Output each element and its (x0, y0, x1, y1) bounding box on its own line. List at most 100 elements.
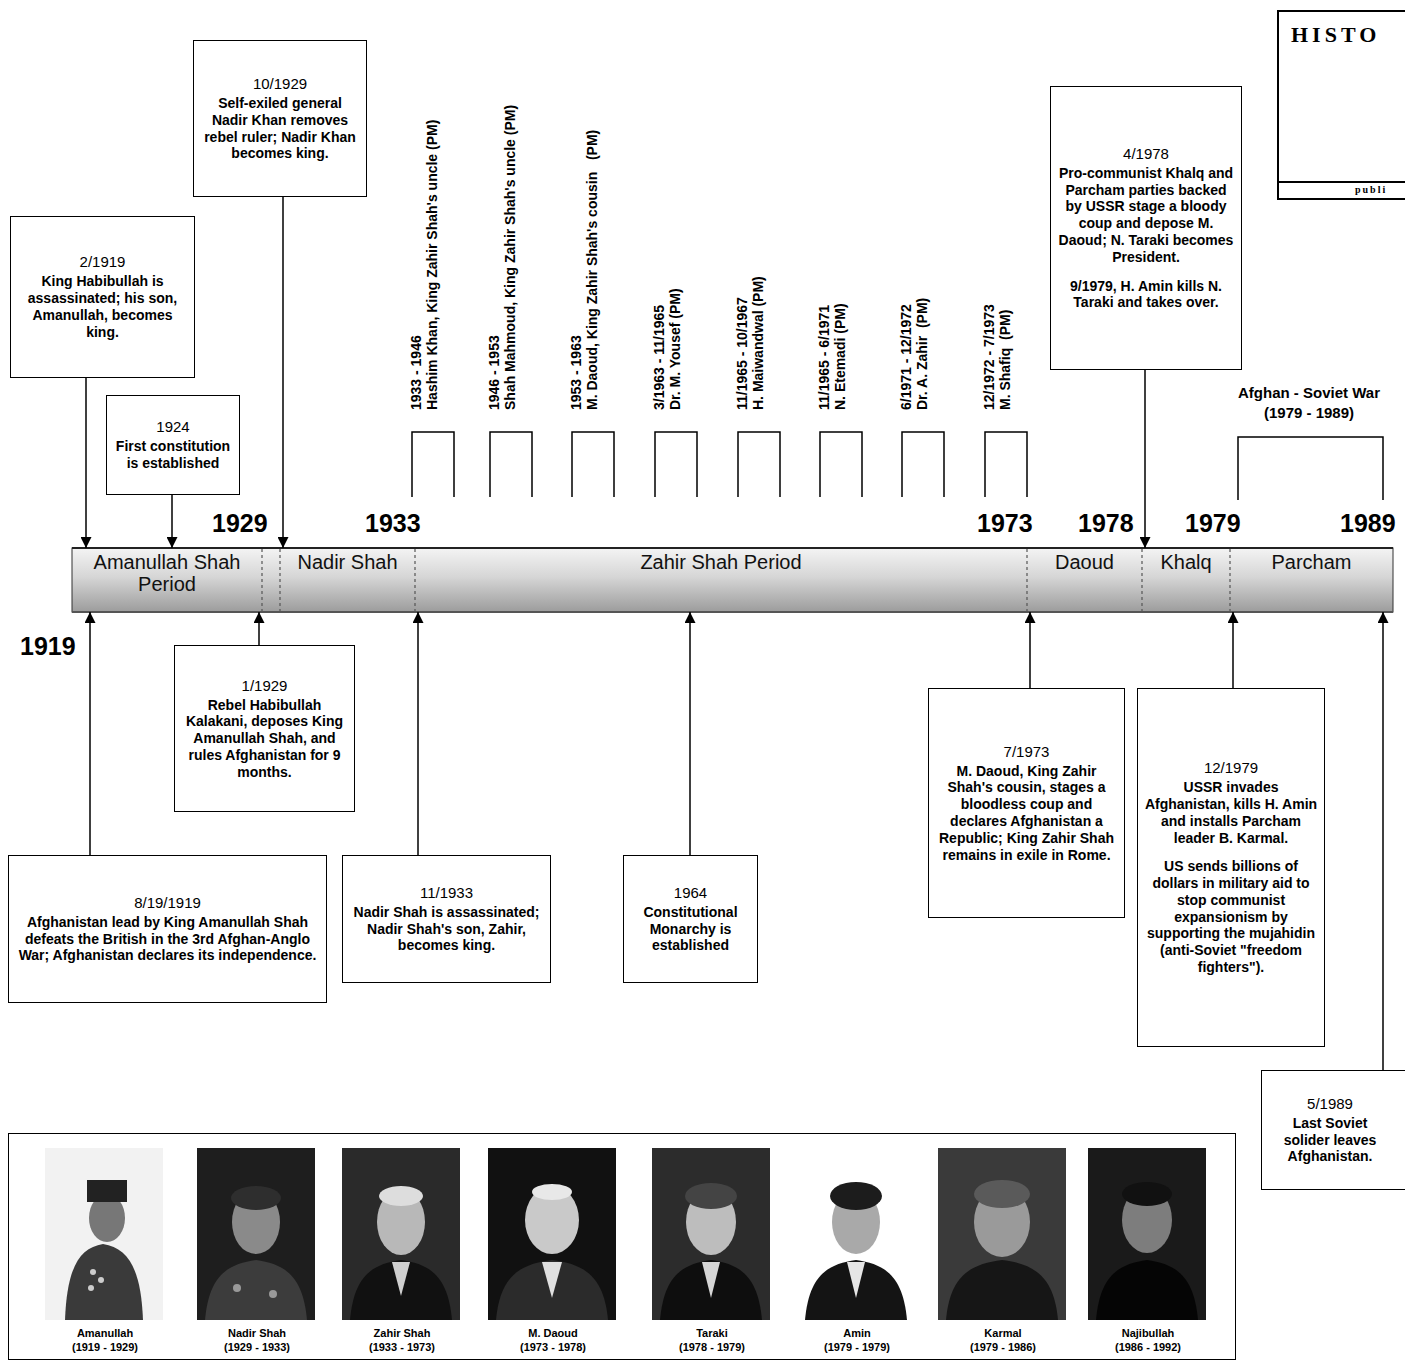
portrait-photo-part (974, 1180, 1030, 1208)
period-name: Daoud (1029, 551, 1140, 573)
callout-box: 4/1978Pro-communist Khalq and Parcham pa… (1050, 86, 1242, 370)
timeline-bar-part (72, 548, 1393, 612)
callout-text: King Habibullah is assassinated; his son… (17, 273, 188, 340)
portrait-photo-part (1096, 1260, 1198, 1320)
callout-text: Nadir Shah is assassinated; Nadir Shah's… (349, 904, 544, 954)
callout-text: Afghanistan lead by King Amanullah Shah … (15, 914, 320, 964)
portrait-photo-part (392, 1262, 410, 1296)
year-label: 1978 (1078, 509, 1134, 537)
period-divider (262, 549, 1230, 611)
callout-box: 5/1989Last Soviet solider leaves Afghani… (1261, 1070, 1405, 1190)
period-divider-part (279, 549, 280, 611)
portrait-years: (1929 - 1933) (183, 1341, 331, 1354)
portrait-photo-part (197, 1148, 315, 1320)
year-label: 1919 (20, 632, 76, 660)
title-text: HISTO (1291, 22, 1380, 48)
year-label: 1979 (1185, 509, 1241, 537)
prime-minister-entry: 11/1965 - 6/1971N. Etemadi (PM) (816, 303, 848, 410)
period-divider-part (261, 549, 262, 611)
period-band: Parcham (1230, 548, 1393, 612)
prime-minister-entry: 6/1971 - 12/1972Dr. A. Zahir (PM) (898, 298, 930, 410)
pm-bracket-part (655, 432, 697, 497)
year-label: 1933 (365, 509, 421, 537)
callout-box: 11/1933Nadir Shah is assassinated; Nadir… (342, 855, 551, 983)
callout-date: 1924 (113, 418, 233, 436)
pm-name: N. Etemadi (PM) (832, 303, 848, 410)
period-name: Zahir Shah Period (417, 551, 1025, 573)
pm-name: M. Daoud, King Zahir Shah's cousin (PM) (584, 130, 600, 410)
prime-minister-entry: 11/1965 - 10/1967H. Maiwandwal (PM) (734, 276, 766, 410)
prime-minister-entry: 3/1963 - 11/1965Dr. M. Yousef (PM) (651, 288, 683, 410)
portrait-photo-part (233, 1284, 241, 1292)
year-label: 1989 (1340, 509, 1396, 537)
portrait-panel: Amanullah(1919 - 1929)Nadir Shah(1929 - … (8, 1133, 1236, 1360)
pm-name: Shah Mahmoud, King Zahir Shah's uncle (P… (502, 105, 518, 410)
callout-box: 1/1929Rebel Habibullah Kalakani, deposes… (174, 645, 355, 812)
portrait-name: Amanullah (31, 1327, 179, 1340)
war-label: (1979 - 1989) (1218, 403, 1400, 422)
pointer-arrow (1029, 612, 1031, 688)
portrait-photo-part (1088, 1148, 1206, 1320)
callout-text: First constitution is established (113, 438, 233, 472)
callout-box: 10/1929Self-exiled general Nadir Khan re… (193, 40, 367, 197)
callout-date: 11/1933 (349, 884, 544, 902)
portrait-years: (1979 - 1986) (924, 1341, 1082, 1354)
portrait-photo-part (805, 1260, 907, 1320)
portrait-photo-part (488, 1148, 616, 1320)
pointer-arrow (85, 378, 87, 548)
portrait-photo-part (269, 1290, 277, 1298)
portrait-name: Karmal (924, 1327, 1082, 1340)
portrait-photo-part (88, 1285, 94, 1291)
war-bracket-part (1238, 437, 1383, 500)
prime-minister-entry: 1933 - 1946Hashim Khan, King Zahir Shah'… (408, 120, 440, 410)
prime-minister-entry: 1953 - 1963M. Daoud, King Zahir Shah's c… (568, 130, 600, 410)
timeline-bar (72, 548, 1393, 612)
pm-dates: 11/1965 - 6/1971 (816, 303, 832, 410)
callout-date: 12/1979 (1144, 759, 1318, 777)
portrait-photo-part (946, 1260, 1058, 1320)
pm-dates: 1933 - 1946 (408, 120, 424, 410)
pm-dates: 1953 - 1963 (568, 130, 584, 410)
portrait-years: (1973 - 1978) (474, 1341, 632, 1354)
portrait-years: (1933 - 1973) (328, 1341, 476, 1354)
portrait-photo-part (379, 1186, 423, 1206)
pm-name: Dr. M. Yousef (PM) (667, 288, 683, 410)
period-name: Parcham (1232, 551, 1391, 573)
callout-date: 1964 (630, 884, 751, 902)
title-box: HISTOpubli (1277, 10, 1405, 200)
period-band: Daoud (1027, 548, 1142, 612)
portrait-photo (197, 1148, 315, 1320)
portrait-photo (45, 1148, 163, 1320)
period-band: Amanullah Shah Period (72, 548, 262, 612)
war-label: Afghan - Soviet War (1218, 383, 1400, 402)
portrait-photo (1088, 1148, 1206, 1320)
callout-box: 1924First constitution is established (106, 395, 240, 495)
period-name: Nadir Shah (282, 551, 413, 573)
portrait-photo-part (652, 1148, 770, 1320)
pm-bracket-part (985, 432, 1027, 497)
portrait-name: Nadir Shah (183, 1327, 331, 1340)
portrait-photo-part (830, 1182, 882, 1210)
portrait-photo-part (496, 1260, 608, 1320)
portrait-photo-part (87, 1180, 127, 1202)
portrait-years: (1978 - 1979) (638, 1341, 786, 1354)
pm-dates: 3/1963 - 11/1965 (651, 288, 667, 410)
portrait-photo-part (231, 1186, 281, 1210)
portrait-name: Taraki (638, 1327, 786, 1340)
callout-box: 12/1979USSR invades Afghanistan, kills H… (1137, 688, 1325, 1047)
portrait-photo-part (702, 1262, 720, 1298)
portrait-years: (1986 - 1992) (1074, 1341, 1222, 1354)
portrait-photo-part (342, 1148, 460, 1320)
portrait-name: Amin (783, 1327, 931, 1340)
portrait-photo-part (532, 1184, 572, 1200)
pointer-arrow (258, 612, 260, 645)
portrait-name: Zahir Shah (328, 1327, 476, 1340)
portrait-photo-part (660, 1260, 762, 1320)
period-divider-part (1026, 549, 1027, 611)
portrait-name: Najibullah (1074, 1327, 1222, 1340)
pointer-arrow (417, 612, 419, 855)
period-divider-part (1141, 549, 1142, 611)
pm-dates: 11/1965 - 10/1967 (734, 276, 750, 410)
callout-date: 4/1978 (1057, 145, 1235, 163)
portrait-photo (342, 1148, 460, 1320)
